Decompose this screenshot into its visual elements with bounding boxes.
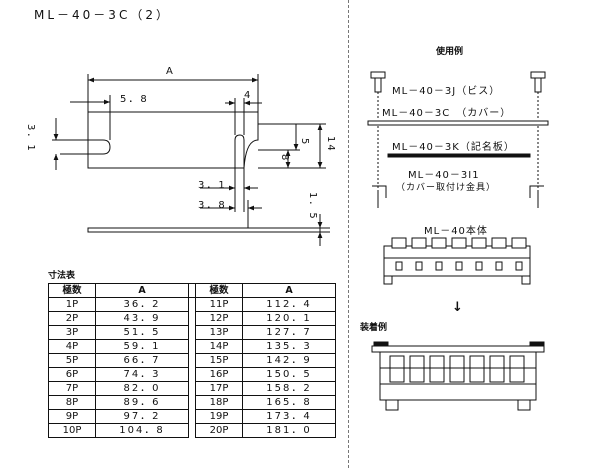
assembled-terminal-icon bbox=[371, 341, 545, 411]
dim-3-8-label: 3．8 bbox=[198, 200, 227, 211]
screw-left-icon bbox=[370, 71, 386, 120]
part-bracket-desc-label: （カバー取付け金具） bbox=[396, 183, 497, 193]
table-heading: 寸法表 bbox=[48, 271, 76, 281]
usage-heading: 使用例 bbox=[436, 47, 464, 57]
assembly-heading: 装着例 bbox=[360, 323, 388, 333]
part-screw-label: ML－40－3J（ビス） bbox=[392, 86, 501, 97]
dim-a-label: A bbox=[166, 66, 175, 77]
dim-4-label: 4 bbox=[244, 90, 253, 101]
bracket-left-icon bbox=[372, 185, 387, 208]
table-cell-a: 181．0 bbox=[242, 423, 336, 438]
part-body-label: ML－40本体 bbox=[424, 226, 488, 237]
page-title: ML－40－3C（2） bbox=[34, 8, 171, 22]
bracket-right-icon bbox=[529, 185, 544, 208]
table-header-a: A bbox=[242, 283, 336, 298]
part-nameplate-label: ML－40－3K（記名板） bbox=[392, 142, 515, 153]
table-header-poles: 極数 bbox=[48, 283, 96, 298]
screw-right-icon bbox=[530, 71, 546, 120]
dim-3-1-label: 3．1 bbox=[198, 180, 227, 191]
table-cell-poles: 20P bbox=[195, 423, 243, 438]
table-cell-a: 104．8 bbox=[95, 423, 189, 438]
page-divider bbox=[348, 0, 349, 468]
terminal-body-icon bbox=[383, 237, 531, 285]
part-bracket-label: ML－40－3I1 bbox=[408, 170, 480, 181]
name-plate-icon bbox=[387, 153, 531, 158]
cover-side-profile bbox=[87, 227, 321, 233]
dim-5-8-label: 5．8 bbox=[120, 94, 149, 105]
down-arrow-icon: ↓ bbox=[452, 300, 463, 315]
part-cover-label: ML－40－3C （カバー） bbox=[382, 108, 512, 119]
cover-plate-icon bbox=[367, 120, 549, 126]
